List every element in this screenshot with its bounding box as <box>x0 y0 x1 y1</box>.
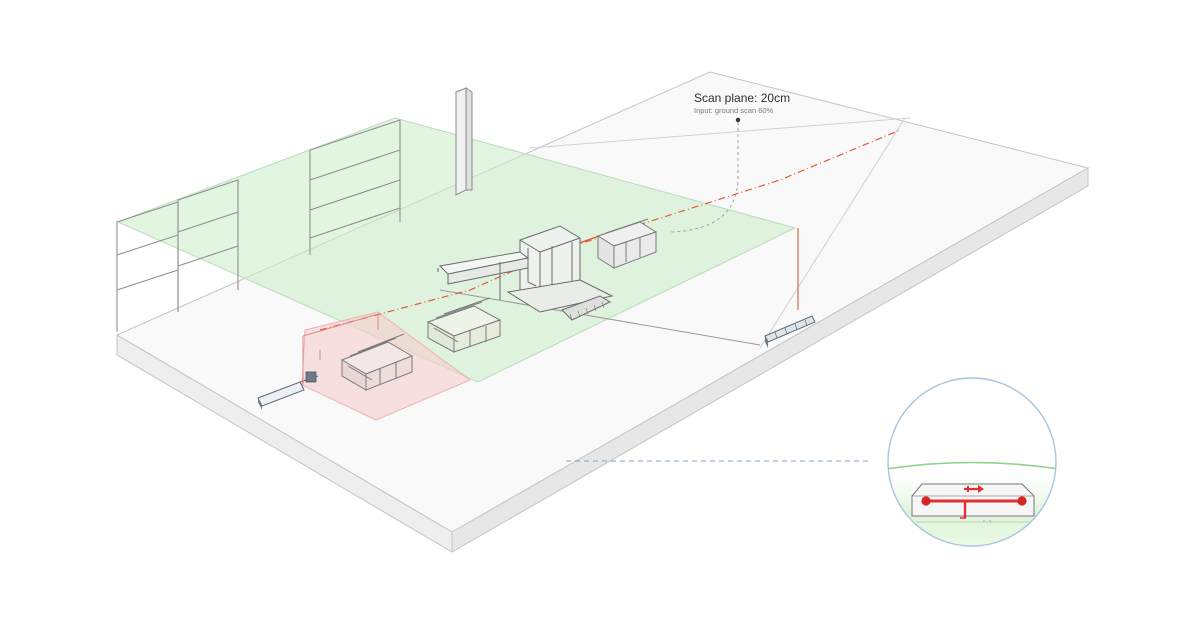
danger-zone-frame <box>302 313 379 385</box>
left-sensor <box>257 371 319 410</box>
floor-divider <box>759 117 906 349</box>
inset-ring <box>887 377 1057 547</box>
racking <box>116 119 401 332</box>
column <box>455 87 473 196</box>
right-sensor-bar <box>764 315 816 348</box>
floor-side-edge <box>451 167 1089 553</box>
detail-inset <box>887 377 1057 547</box>
callout-title: Scan plane: 20cm <box>694 91 790 105</box>
pallet-back <box>596 218 658 269</box>
rack-frame-2 <box>177 179 239 312</box>
aisle-line <box>439 289 761 346</box>
inset-sensor-beam <box>921 485 1027 519</box>
callout-leader <box>669 122 739 233</box>
callout-anchor-dot <box>735 117 741 123</box>
tracked-forklift <box>437 225 614 321</box>
callout-subtitle: Input: ground scan 60% <box>694 106 774 115</box>
pallet-front <box>340 333 414 391</box>
scan-plane-callout: Scan plane: 20cm Input: ground scan 60% <box>669 91 790 233</box>
rack-frame-3 <box>309 119 401 255</box>
floor-seam <box>529 117 911 149</box>
forklift-base <box>506 279 614 313</box>
pallet-middle <box>426 297 502 353</box>
